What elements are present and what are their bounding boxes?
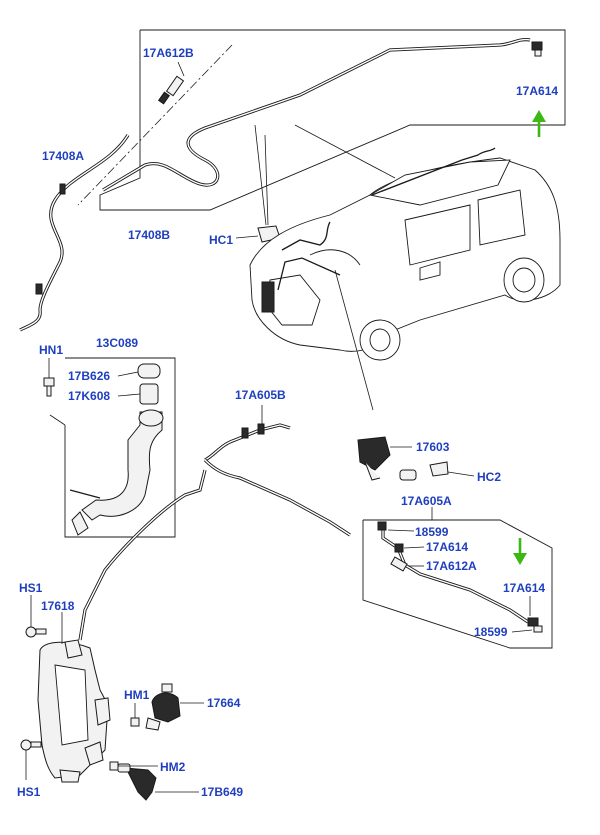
- washer-pump-17664: [145, 683, 204, 731]
- label-18599-b: 18599: [474, 625, 508, 639]
- label-17A605B: 17A605B: [235, 388, 286, 402]
- jet-17A614-low: [527, 617, 539, 627]
- washer-pump-17B649: [117, 763, 199, 801]
- jet-17A614-top: [531, 41, 543, 57]
- label-HC2: HC2: [477, 470, 501, 484]
- fitting-18599-a: [377, 521, 387, 531]
- vehicle-illustration: [249, 124, 561, 411]
- hose-17A605A: [381, 525, 529, 624]
- filler-kit-13C089: [43, 357, 176, 538]
- bolt-HS1-bottom: [20, 739, 42, 780]
- label-HM2: HM2: [160, 760, 186, 774]
- hose-17408A: [19, 134, 130, 332]
- washer-reservoir-17618: [37, 612, 111, 783]
- filter-17K608: [139, 383, 159, 405]
- filler-kit-frame: [64, 357, 176, 538]
- label-13C089: 13C089: [96, 336, 138, 350]
- top-centre-line: [77, 44, 233, 206]
- washer-cap: [137, 363, 161, 379]
- label-HN1: HN1: [39, 343, 63, 357]
- headlamp-washer-jet-group: [357, 436, 475, 481]
- label-17664: 17664: [207, 696, 241, 710]
- label-17A614-top: 17A614: [516, 84, 558, 98]
- label-HS1-top: HS1: [19, 581, 43, 595]
- bolt-HN1: [43, 358, 55, 397]
- nut-HM1: [130, 703, 140, 727]
- label-17B649: 17B649: [201, 785, 243, 799]
- label-17408B: 17408B: [128, 228, 170, 242]
- fitting-18599-b: [533, 625, 543, 633]
- flow-arrow-top: [532, 110, 546, 137]
- label-17K608: 17K608: [68, 389, 110, 403]
- jet-17A614-mid: [394, 543, 404, 553]
- bolt-HS1-top: [25, 595, 47, 638]
- clip-HC2: [429, 461, 449, 477]
- label-17A614-mid: 17A614: [426, 540, 468, 554]
- label-18599-a: 18599: [415, 525, 449, 539]
- label-17B626: 17B626: [68, 369, 110, 383]
- connector-17A612B: [157, 61, 185, 105]
- hose-17A605B: [78, 405, 351, 641]
- lower-detail-frame: [362, 519, 553, 649]
- lower-detail-group: [362, 507, 553, 649]
- top-detail-group: [19, 29, 566, 332]
- label-17A605A: 17A605A: [401, 494, 452, 508]
- hn1-leader: [49, 414, 66, 426]
- flow-arrow-lower: [513, 538, 527, 565]
- label-17603: 17603: [416, 440, 450, 454]
- callout-labels: 17A612B 17A614 17408A 17408B HC1 HN1 13C…: [17, 46, 558, 799]
- label-17A614-low: 17A614: [503, 581, 545, 595]
- label-17A612B: 17A612B: [143, 46, 194, 60]
- label-17408A: 17408A: [42, 149, 84, 163]
- filler-neck: [69, 409, 164, 536]
- hose-17408B: [102, 38, 531, 192]
- label-17A612A: 17A612A: [426, 559, 477, 573]
- top-detail-frame: [99, 29, 566, 211]
- label-HC1: HC1: [209, 233, 233, 247]
- label-17618: 17618: [41, 599, 75, 613]
- label-HM1: HM1: [124, 688, 150, 702]
- label-HS1-bottom: HS1: [17, 785, 41, 799]
- jet-17603: [357, 436, 391, 471]
- connector-17A612A: [390, 556, 408, 572]
- nut-HM2: [109, 761, 158, 771]
